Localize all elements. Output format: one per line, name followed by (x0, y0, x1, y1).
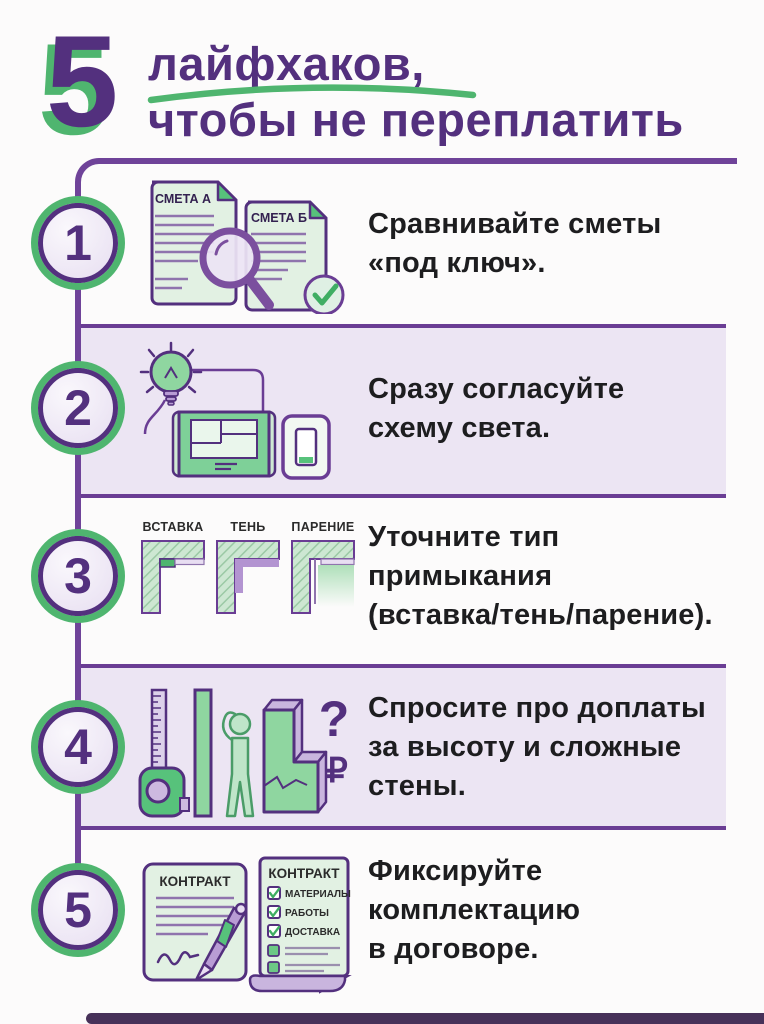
step-text-1: Сравнивайте сметы «под ключ». (368, 208, 662, 279)
step-text-2: Сразу согласуйте схему света. (368, 373, 625, 444)
step-number: 1 (64, 215, 92, 271)
contract-title-1: КОНТРАКТ (159, 874, 231, 889)
joint-col-float: ПАРЕНИЕ (290, 520, 356, 614)
checklist-item: МАТЕРИАЛЫ (285, 889, 351, 900)
doc-a-label: СМЕТА А (155, 192, 211, 206)
step-number: 5 (64, 882, 92, 938)
big-number-5: 5 (46, 8, 119, 154)
footer-bar (86, 1013, 764, 1024)
step-circle-1: 1 (38, 203, 118, 283)
joint-label-shadow: ТЕНЬ (230, 520, 266, 534)
title-line1: лайфхаков, (148, 37, 425, 90)
step-text-5: Фиксируйте комплектацию в договоре. (368, 855, 581, 965)
light-scheme-icon (133, 340, 335, 487)
joint-col-shadow: ТЕНЬ (215, 520, 281, 614)
joint-label-insert: ВСТАВКА (142, 520, 204, 534)
checklist-item: РАБОТЫ (285, 908, 329, 919)
joint-label-float: ПАРЕНИЕ (291, 520, 355, 534)
step-number: 4 (64, 719, 92, 775)
timeline-bracket (75, 158, 737, 910)
title-line2: чтобы не переплатить (148, 93, 684, 146)
joint-col-insert: ВСТАВКА (140, 520, 206, 614)
question-mark: ? (319, 691, 350, 747)
doc-b-label: СМЕТА Б (251, 211, 307, 225)
checklist-item: ДОСТАВКА (285, 927, 340, 938)
step-circle-3: 3 (38, 536, 118, 616)
joint-types-icon: ВСТАВКА ТЕНЬ (140, 520, 356, 614)
step-text-3: Уточните тип примыкания (вставка/тень/па… (368, 521, 713, 631)
green-underline-icon (147, 84, 477, 104)
step-number: 2 (64, 380, 92, 436)
checklist: МАТЕРИАЛЫ РАБОТЫ ДОСТАВКА (267, 886, 351, 974)
contract-title-2: КОНТРАКТ (268, 866, 340, 881)
step-circle-4: 4 (38, 707, 118, 787)
step-circle-2: 2 (38, 368, 118, 448)
step-circle-5: 5 (38, 870, 118, 950)
ruble-sign: ₽ (326, 752, 348, 790)
step-text-4: Спросите про доплаты за высоту и сложные… (368, 692, 707, 802)
compare-estimates-icon: СМЕТА А СМЕТА Б (138, 176, 356, 319)
surcharges-icon: ? ₽ (136, 688, 354, 827)
contract-icon: КОНТРАКТ КОНТРАКТ МАТЕРИАЛЫ РАБОТЫ ДОСТА… (138, 850, 356, 999)
step-number: 3 (64, 548, 92, 604)
row-panel-4 (78, 664, 726, 830)
